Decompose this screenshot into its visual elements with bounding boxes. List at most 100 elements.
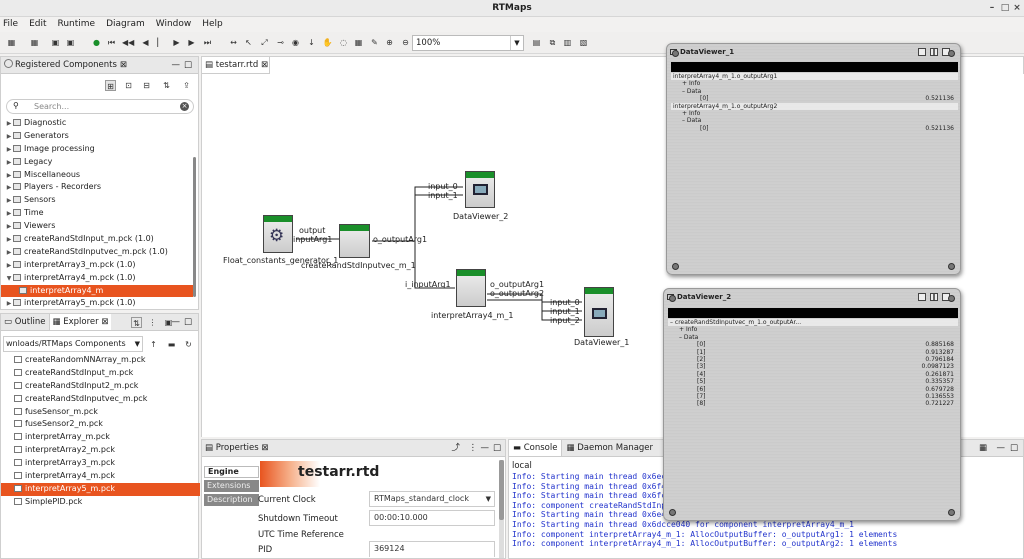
collapsed-arrow-icon[interactable]: ▶ bbox=[6, 120, 12, 127]
dataviewer-row[interactable]: [5]0.335357 bbox=[668, 378, 958, 385]
dataviewer-row[interactable]: [2]0.796184 bbox=[668, 356, 958, 363]
minimize-icon[interactable] bbox=[918, 48, 926, 56]
dataviewer-row[interactable]: – Data bbox=[671, 117, 958, 124]
file-item[interactable]: fuseSensor_m.pck bbox=[1, 406, 200, 419]
pid-field[interactable]: 369124 bbox=[369, 541, 495, 557]
export-icon[interactable]: ▧ bbox=[579, 38, 588, 47]
step-back-icon[interactable]: ◀ bbox=[142, 38, 149, 47]
fast-forward-icon[interactable]: ▶ bbox=[188, 38, 195, 47]
file-item[interactable]: interpretArray2_m.pck bbox=[1, 444, 200, 457]
menu-file[interactable]: File bbox=[3, 19, 19, 29]
close-tab-icon[interactable]: ⊠ bbox=[260, 60, 269, 70]
dataviewer-row[interactable]: [3]0.0987123 bbox=[668, 363, 958, 370]
minimize-icon[interactable]: – bbox=[989, 3, 995, 13]
side-tab-extensions[interactable]: Extensions bbox=[204, 480, 259, 492]
minimize-panel-icon[interactable]: — bbox=[480, 443, 490, 453]
collapsed-arrow-icon[interactable]: ▶ bbox=[6, 248, 12, 256]
prev-frame-icon[interactable]: ▏ bbox=[157, 38, 164, 47]
file-item[interactable]: createRandStdInputvec_m.pck bbox=[1, 393, 200, 406]
close-tab-icon[interactable]: ⊠ bbox=[101, 317, 109, 327]
tree-item[interactable]: interpretArray4_m bbox=[1, 284, 193, 298]
tree-item[interactable]: ▶createRandStdInput_m.pck (1.0) bbox=[1, 233, 193, 246]
dataviewer-row[interactable]: + Info bbox=[671, 110, 958, 117]
tree-item[interactable]: ▶createRandStdInputvec_m.pck (1.0) bbox=[1, 246, 193, 259]
dataviewer-row[interactable]: [1]0.913287 bbox=[668, 349, 958, 356]
dataviewer-row[interactable]: [0]0.521136 bbox=[671, 125, 958, 132]
dataviewer-row[interactable]: [6]0.679728 bbox=[668, 386, 958, 393]
file-item[interactable]: createRandStdInput_m.pck bbox=[1, 367, 200, 380]
forward-end-icon[interactable]: ⏭ bbox=[203, 38, 212, 47]
tab-properties[interactable]: ▤ Properties ⊠ ⤴ ⋮ — □ bbox=[202, 440, 505, 457]
clear-search-icon[interactable]: × bbox=[180, 102, 189, 111]
tree-item[interactable]: ▶interpretArray5_m.pck (1.0) bbox=[1, 297, 193, 310]
collapse-icon[interactable]: – bbox=[682, 87, 687, 95]
collapsed-arrow-icon[interactable]: ▶ bbox=[6, 300, 12, 308]
collapse-all-icon[interactable]: ▣ bbox=[164, 318, 173, 327]
dataviewer-row[interactable]: [8]0.721227 bbox=[668, 400, 958, 407]
grid-icon[interactable]: ▦ bbox=[354, 38, 363, 47]
menu-window[interactable]: Window bbox=[155, 19, 192, 29]
block-dataviewer-1[interactable] bbox=[584, 287, 614, 337]
current-clock-select[interactable]: RTMaps_standard_clock ▼ bbox=[369, 491, 495, 507]
expand-icon[interactable]: + bbox=[679, 326, 686, 334]
collapse-icon[interactable]: – bbox=[670, 319, 675, 326]
pan-icon[interactable]: ↔ bbox=[230, 38, 237, 47]
record-icon[interactable]: ◉ bbox=[292, 38, 299, 47]
tree-item[interactable]: ▶interpretArray3_m.pck (1.0) bbox=[1, 259, 193, 272]
dataviewer-row[interactable]: interpretArray4_m_1.o_outputArg1 bbox=[671, 73, 958, 81]
collapsed-arrow-icon[interactable]: ▶ bbox=[6, 145, 12, 153]
close-tab-icon[interactable]: ⊠ bbox=[261, 443, 269, 453]
zoom-in-icon[interactable]: ⊕ bbox=[386, 38, 393, 47]
run-icon[interactable]: ● bbox=[93, 38, 100, 47]
menu-runtime[interactable]: Runtime bbox=[57, 19, 96, 29]
collapsed-arrow-icon[interactable]: ▶ bbox=[6, 184, 12, 192]
link-editor-icon[interactable]: ⇅ bbox=[131, 317, 142, 328]
tab-console[interactable]: ▬ Console bbox=[509, 440, 563, 456]
zoom-select[interactable]: 100% ▼ bbox=[412, 35, 524, 51]
maximize-panel-icon[interactable]: □ bbox=[492, 443, 501, 453]
tree-item[interactable]: ▼interpretArray4_m.pck (1.0) bbox=[1, 272, 193, 285]
collapsed-arrow-icon[interactable]: ▶ bbox=[6, 223, 12, 231]
zoom-out-icon[interactable]: ⊖ bbox=[402, 38, 409, 47]
zoom-fit-icon[interactable]: ◌ bbox=[340, 38, 347, 47]
maximize-panel-icon[interactable]: □ bbox=[183, 317, 192, 327]
dataviewer-2-window[interactable]: DataViewer_2 ‖ – createRandStdInputvec_m… bbox=[663, 288, 961, 521]
dataviewer-row[interactable]: – Data bbox=[668, 334, 958, 341]
tree-item[interactable]: ▶Players - Recorders bbox=[1, 181, 193, 194]
tree-item[interactable]: ▶Legacy bbox=[1, 156, 193, 169]
refresh-icon[interactable]: ↻ bbox=[185, 340, 192, 349]
dataviewer-row[interactable]: + Info bbox=[668, 326, 958, 333]
tab-daemon-manager[interactable]: ▦ Daemon Manager bbox=[562, 440, 657, 456]
block-float-constants-generator[interactable]: ⚙ bbox=[263, 215, 293, 253]
block-create-rand-std-inputvec[interactable] bbox=[339, 224, 370, 258]
chevron-down-icon[interactable]: ▼ bbox=[134, 340, 140, 348]
close-tab-icon[interactable]: ⊠ bbox=[119, 60, 128, 70]
open-diagram-icon[interactable]: ▦ bbox=[30, 38, 39, 47]
block-dataviewer-2[interactable] bbox=[465, 171, 495, 208]
tree-item[interactable]: ▶Image processing bbox=[1, 143, 193, 156]
file-item[interactable]: fuseSensor2_m.pck bbox=[1, 418, 200, 431]
expanded-arrow-icon[interactable]: ▼ bbox=[6, 274, 12, 282]
collapsed-arrow-icon[interactable]: ▶ bbox=[6, 197, 12, 205]
tab-explorer[interactable]: ▦ Explorer ⊠ bbox=[49, 314, 112, 330]
pen-icon[interactable]: ✎ bbox=[371, 38, 378, 47]
explorer-path-select[interactable]: wnloads/RTMaps Components ▼ bbox=[3, 336, 143, 352]
dataviewer-row[interactable]: interpretArray4_m_1.o_outputArg2 bbox=[671, 102, 958, 110]
tab-outline[interactable]: ▭ Outline bbox=[1, 314, 50, 330]
registered-components-tab[interactable]: Registered Components⊠ — □ bbox=[1, 57, 198, 74]
filter-icon[interactable]: ⊡ bbox=[125, 81, 132, 90]
menu-help[interactable]: Help bbox=[202, 19, 223, 29]
sort-icon[interactable]: ⇅ bbox=[163, 81, 170, 90]
view-menu-icon[interactable]: ⋮ bbox=[148, 318, 157, 327]
chevron-down-icon[interactable]: ▼ bbox=[485, 495, 491, 503]
menu-edit[interactable]: Edit bbox=[29, 19, 47, 29]
component-search-input[interactable]: ⚲ Search... × bbox=[6, 99, 194, 114]
tree-item[interactable]: ▶Time bbox=[1, 207, 193, 220]
file-item[interactable]: createRandStdInput2_m.pck bbox=[1, 380, 200, 393]
fast-backward-icon[interactable]: ◀◀ bbox=[122, 38, 135, 47]
minimize-panel-icon[interactable]: — bbox=[996, 443, 1006, 453]
view-menu-icon[interactable]: ⤴ bbox=[451, 443, 460, 453]
collapse-icon[interactable]: – bbox=[679, 333, 684, 341]
panel-menu-icon[interactable]: ⋮ bbox=[468, 443, 478, 453]
side-tab-engine[interactable]: Engine bbox=[204, 466, 259, 478]
